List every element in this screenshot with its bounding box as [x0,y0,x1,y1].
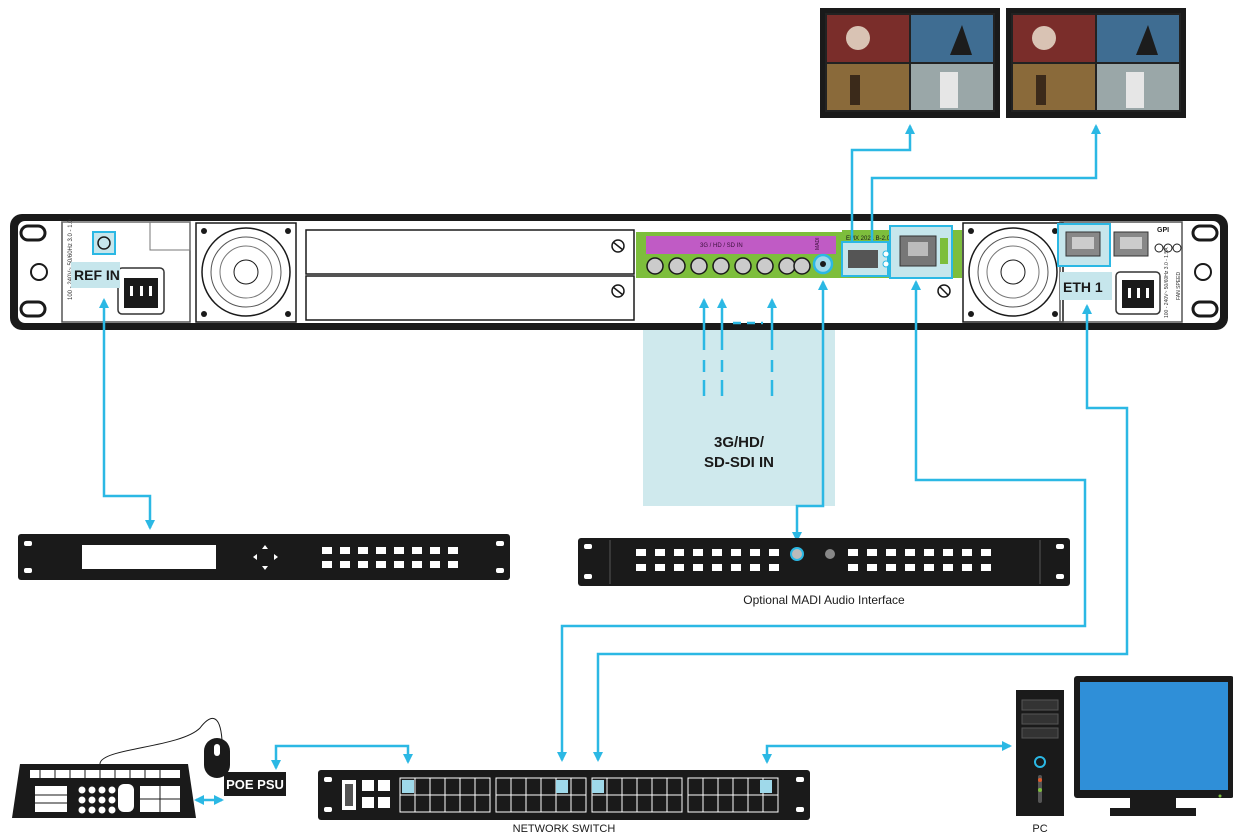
network-switch-icon [318,770,810,820]
ref-in-highlight [71,262,120,288]
link-poe-psu-to-switch [271,744,413,770]
ground-screw-right [1194,263,1212,281]
sdi-input-label-line1: 3G/HD/ [714,434,765,451]
fan-speed-label: FAN SPEED [1176,272,1182,300]
keyboard-icon [12,764,196,818]
mouse-icon [204,738,230,778]
card-id-label: EMX 2021 B-2.0 [846,236,891,242]
ref-in-bnc-icon [97,236,111,250]
iec-power-inlet-right [1115,271,1161,315]
switch-port-bank-4 [687,777,779,813]
monitor-left [820,8,1000,118]
network-switch-label: NETWORK SWITCH [513,823,616,835]
sdi-label-strip [646,236,836,254]
eth1-label: ETH 1 [1063,279,1103,295]
rack-ear-hole-br [1191,300,1219,318]
sdi-strip-label: 3G / HD / SD IN [700,243,743,249]
rack-ear-hole-tr [1191,224,1219,242]
switch-port-bank-1 [399,777,491,813]
link-ref-in-to-sync-generator [99,298,155,530]
link-switch-to-pc [762,741,1012,764]
madi-audio-interface [578,538,1070,586]
psu-left-rating: 100 - 240V~ 50/60Hz 3.0 - 1.0 [68,219,74,300]
bnc-connector-icon [690,257,708,275]
madi-small-label: MADI [815,238,821,251]
fan-icon-left [195,222,297,323]
gpi-label: GPI [1157,227,1169,234]
madi-interface-caption: Optional MADI Audio Interface [743,593,905,607]
rack-ear-hole-tl [19,224,47,242]
monitor-right [1006,8,1186,118]
sdi-input-label-line2: SD-SDI IN [704,454,774,471]
eth1-label-highlight [1060,272,1112,300]
rack-ear-hole-bl [19,300,47,318]
switch-port-bank-3 [591,777,683,813]
link-output-to-monitor-left [850,124,915,242]
madi-interface-bnc-icon [790,547,804,561]
bnc-connector-icon [668,257,686,275]
bnc-connector-icon [778,257,796,275]
pc-label: PC [1032,823,1047,835]
monitor-icon [1074,676,1233,816]
link-output-to-monitor-right [870,124,1101,242]
mouse-cable [99,718,223,765]
ref-in-connector-box [92,231,116,255]
bnc-connector-icon [646,257,664,275]
monitor-left-tile-3 [827,64,909,110]
bnc-connector-icon [756,257,774,275]
ground-screw-left [30,263,48,281]
main-rack-unit: 100 - 240V~ 50/60Hz 3.0 - 1.0 REF IN 3G … [10,214,1228,330]
psu-right-rating: 100 - 240V~ 50/60Hz 3.0 - 1.5A [1164,247,1170,318]
bnc-connector-icon [793,257,811,275]
ref-in-label: REF IN [74,267,120,283]
pc-tower-icon [1016,690,1064,816]
switch-port-bank-2 [495,777,587,813]
hdmi-port-icon [848,250,878,268]
blank-slot-upper [305,229,635,275]
sdi-bnc-inputs [646,253,834,275]
bnc-connector-icon [712,257,730,275]
link-eth1-to-switch [593,304,1129,762]
bnc-connector-icon [734,257,752,275]
sync-generator-icon [18,534,510,580]
poe-psu-label: POE PSU [226,777,284,792]
poe-psu-box [224,772,286,796]
monitor-right-tile-3 [1013,64,1095,110]
